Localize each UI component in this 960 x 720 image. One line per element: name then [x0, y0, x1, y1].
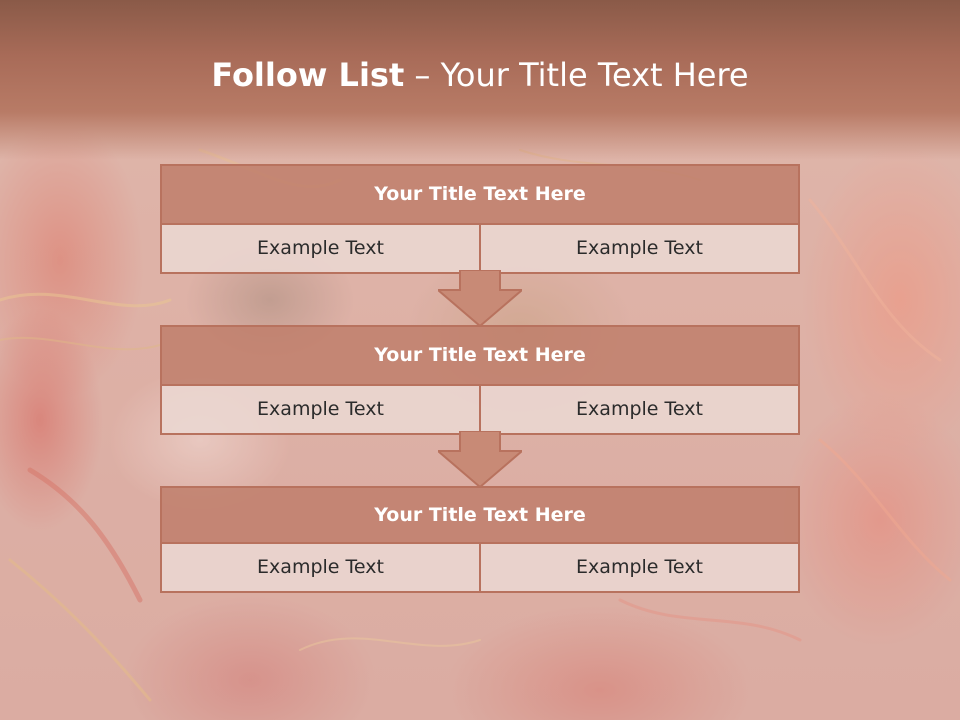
block-cell-left: Example Text: [162, 225, 479, 272]
block-row: Example Text Example Text: [162, 544, 798, 591]
slide-title: Follow List – Your Title Text Here: [0, 52, 960, 98]
block-cell-right: Example Text: [479, 225, 798, 272]
block-cell-left: Example Text: [162, 544, 479, 591]
flow-block-1: Your Title Text Here Example Text Exampl…: [160, 164, 800, 274]
down-arrow-icon: [438, 431, 522, 487]
block-title: Your Title Text Here: [162, 166, 798, 225]
block-title: Your Title Text Here: [162, 488, 798, 544]
flow-block-3: Your Title Text Here Example Text Exampl…: [160, 486, 800, 593]
block-cell-right: Example Text: [479, 544, 798, 591]
flow-block-2: Your Title Text Here Example Text Exampl…: [160, 325, 800, 435]
block-cell-right: Example Text: [479, 386, 798, 433]
block-row: Example Text Example Text: [162, 386, 798, 433]
slide-title-rest: – Your Title Text Here: [404, 56, 749, 94]
block-row: Example Text Example Text: [162, 225, 798, 272]
down-arrow-icon: [438, 270, 522, 326]
block-title: Your Title Text Here: [162, 327, 798, 386]
block-cell-left: Example Text: [162, 386, 479, 433]
slide-title-bold: Follow List: [211, 56, 405, 94]
title-banner: [0, 0, 960, 160]
